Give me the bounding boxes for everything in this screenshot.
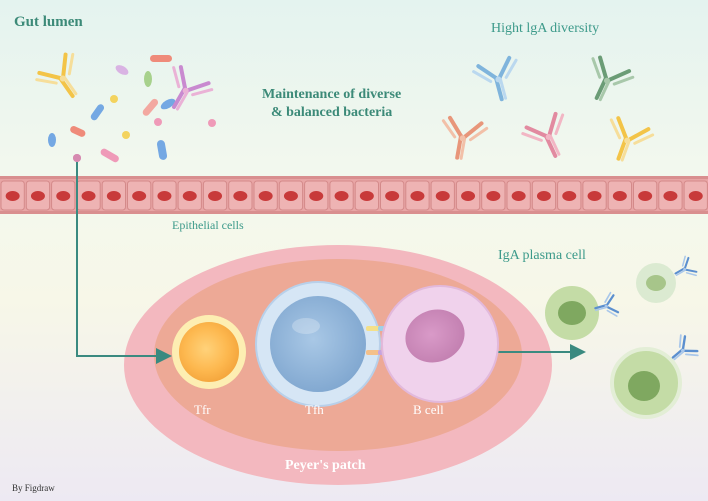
maintenance-line-1: Maintenance of diverse	[262, 87, 402, 102]
epithelial-cells	[0, 180, 708, 211]
arrows	[73, 154, 586, 364]
tfh-cell	[255, 281, 381, 407]
epithelial-cells-label: Epithelial cells	[172, 218, 244, 232]
antibody	[35, 52, 78, 99]
tfr-label: Tfr	[194, 402, 211, 417]
plasma-cell	[636, 255, 698, 303]
tfh-label: Tfh	[305, 402, 324, 417]
maintenance-label: Maintenance of diverse & balanced bacter…	[262, 86, 401, 122]
b-cell	[381, 285, 499, 403]
b-cell-label: B cell	[413, 402, 444, 417]
plasma-cell	[610, 334, 699, 419]
antibody	[521, 111, 565, 158]
credit-label: By Figdraw	[12, 483, 55, 493]
antigen-uptake-arrow	[76, 162, 172, 364]
plasma-cells	[545, 255, 699, 419]
bacteria-group	[48, 55, 216, 163]
antibody	[591, 55, 635, 102]
iga-plasma-cell-label: IgA plasma cell	[498, 248, 586, 263]
antibody	[472, 55, 518, 102]
antibody	[609, 116, 655, 162]
antibody	[441, 115, 489, 160]
plasma-cell	[545, 286, 620, 340]
antibody	[172, 65, 214, 111]
maintenance-line-2: & balanced bacteria	[270, 105, 393, 120]
tfr-cell	[172, 315, 246, 389]
lumen-antibodies	[35, 52, 655, 162]
peyers-patch-label: Peyer's patch	[285, 458, 366, 473]
gut-lumen-label: Gut lumen	[14, 14, 83, 30]
epithelial-layer	[0, 176, 708, 214]
high-iga-diversity-label: Hight lgA diversity	[491, 21, 600, 36]
